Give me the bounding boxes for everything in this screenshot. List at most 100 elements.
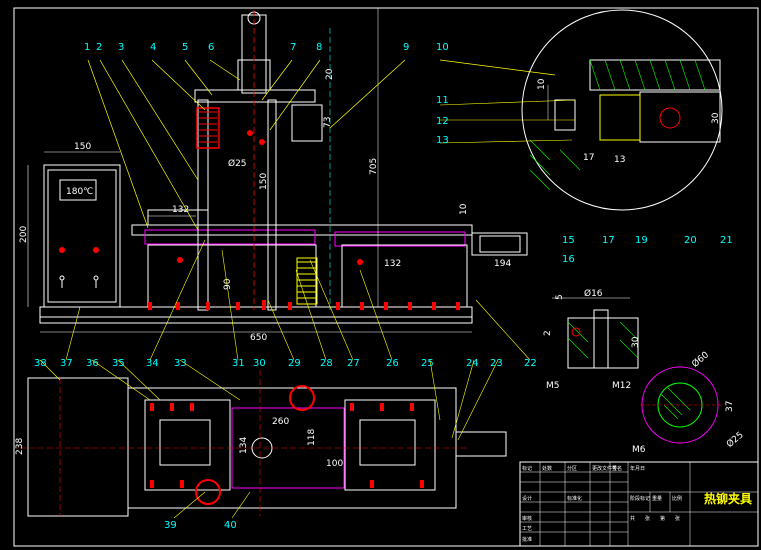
part-label-4: 4 [150,42,156,53]
svg-text:650: 650 [250,333,267,343]
part-label-13: 13 [436,135,449,146]
svg-text:194: 194 [494,259,511,269]
part-label-24: 24 [466,358,479,369]
svg-text:5: 5 [555,294,565,300]
part-label-19: 19 [635,235,648,246]
part-label-33: 33 [174,358,187,369]
svg-text:10: 10 [537,78,547,90]
svg-text:比例: 比例 [672,495,682,502]
part-label-40: 40 [224,520,237,531]
heater-coil [196,107,220,149]
svg-text:处数: 处数 [542,465,552,472]
part-label-17: 17 [602,235,615,246]
part-label-20: 20 [684,235,697,246]
drawing-border [13,7,759,547]
part-label-11: 11 [436,95,449,106]
svg-text:M5: M5 [546,381,560,391]
temperature-display [59,179,97,201]
svg-text:审核: 审核 [522,515,532,522]
part-label-1: 1 [84,42,90,53]
part-label-36: 36 [86,358,99,369]
svg-text:M6: M6 [632,445,646,455]
svg-text:17: 17 [583,153,594,163]
svg-text:238: 238 [15,438,25,455]
svg-text:Ø25: Ø25 [228,158,247,169]
work-table [131,224,473,236]
svg-text:134: 134 [239,437,249,454]
svg-text:张: 张 [675,515,680,522]
svg-text:标记: 标记 [522,465,532,472]
spring [296,257,318,305]
svg-text:13: 13 [614,155,625,165]
svg-text:重量: 重量 [652,495,662,502]
part-label-34: 34 [146,358,159,369]
part-label-22: 22 [524,358,537,369]
part-label-37: 37 [60,358,73,369]
svg-text:标准化: 标准化 [567,495,582,502]
part-label-38: 38 [34,358,47,369]
svg-text:260: 260 [272,417,289,427]
part-label-9: 9 [403,42,409,53]
column-left [197,99,209,311]
svg-text:设计: 设计 [522,495,532,502]
svg-text:M12: M12 [612,381,631,391]
svg-text:Ø60: Ø60 [690,349,711,370]
base-plate [39,306,473,318]
svg-text:73: 73 [323,117,333,128]
part-label-35: 35 [112,358,125,369]
part-label-6: 6 [208,42,214,53]
part-label-2: 2 [96,42,102,53]
part-label-12: 12 [436,116,449,127]
svg-text:张: 张 [645,515,650,522]
svg-text:年月日: 年月日 [630,465,645,472]
temperature-text: 180℃ [66,187,93,197]
side-cylinder [471,232,528,256]
part-label-23: 23 [490,358,503,369]
part-label-3: 3 [118,42,124,53]
svg-text:分区: 分区 [567,465,577,472]
svg-text:150: 150 [74,142,91,152]
part-label-26: 26 [386,358,399,369]
part-label-16: 16 [562,254,575,265]
part-label-27: 27 [347,358,360,369]
svg-text:Ø25: Ø25 [724,430,745,450]
svg-text:200: 200 [19,226,29,243]
part-label-30: 30 [253,358,266,369]
svg-text:10: 10 [459,203,469,215]
svg-text:阶段标记: 阶段标记 [630,495,650,502]
column-right [267,99,277,311]
part-label-25: 25 [421,358,434,369]
front-view: 180℃ 150 200 650 132 [19,8,528,343]
title-block: 标记 处数 分区 更改文件号 签名 年月日 设计 标准化 审核 工艺 批准 阶段… [519,461,759,547]
svg-text:20: 20 [325,68,335,80]
part-label-29: 29 [288,358,301,369]
svg-text:共: 共 [630,515,635,522]
slide-rail [144,229,316,245]
svg-text:工艺: 工艺 [522,526,532,532]
svg-text:705: 705 [369,158,379,175]
top-labels: 1 2 3 4 5 6 7 8 9 10 [84,42,556,231]
svg-text:第: 第 [660,515,665,522]
svg-text:30: 30 [711,112,721,124]
svg-text:签名: 签名 [612,465,622,472]
drawing-title: 热铆夹具 [704,491,752,506]
part-label-28: 28 [320,358,333,369]
svg-text:37: 37 [725,401,735,412]
svg-text:132: 132 [172,205,189,215]
part-label-15: 15 [562,235,575,246]
svg-text:100: 100 [326,459,343,469]
svg-text:132: 132 [384,259,401,269]
svg-text:批准: 批准 [522,536,532,543]
bottom-labels: 22 23 24 25 26 27 28 29 30 31 33 34 35 3… [34,239,537,531]
part-label-21: 21 [720,235,733,246]
svg-text:2: 2 [543,330,553,336]
svg-text:Ø16: Ø16 [584,288,603,299]
svg-text:30: 30 [631,336,641,348]
part-label-8: 8 [316,42,322,53]
plan-view: 238 260 134 118 100 [15,370,507,517]
part-label-39: 39 [164,520,177,531]
svg-text:90: 90 [223,278,233,290]
round-detail: Ø60 37 M6 Ø25 [632,349,746,455]
pin-detail: Ø16 5 2 30 M5 M12 [543,288,641,391]
